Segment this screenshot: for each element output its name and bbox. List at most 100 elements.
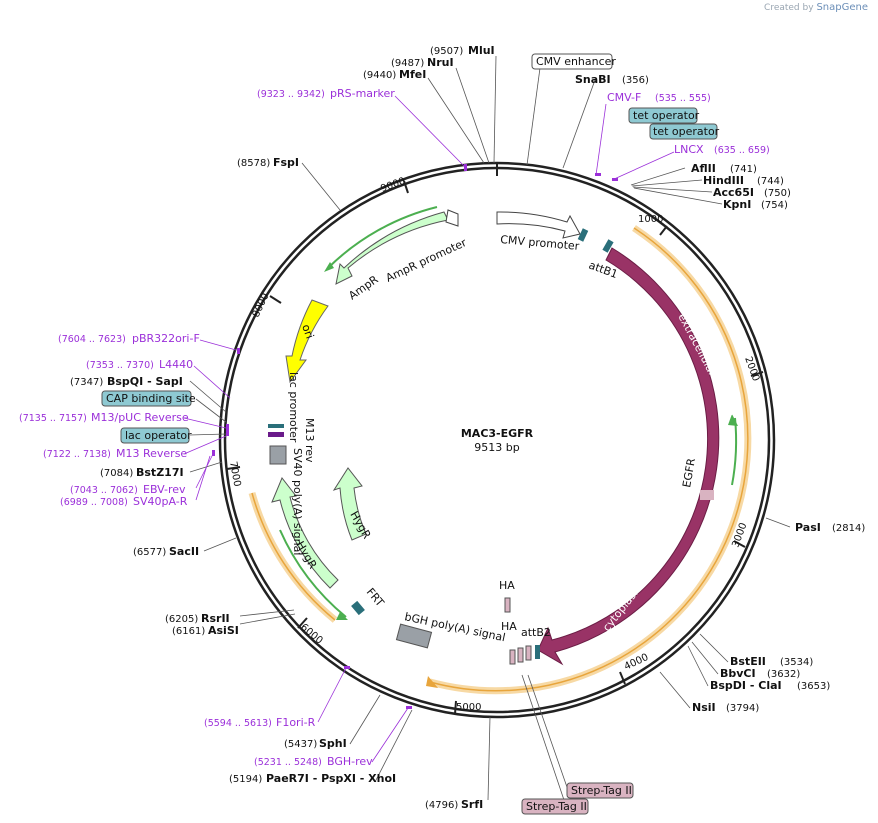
site-pos: (6205) xyxy=(165,614,198,625)
orf-hygr-arrow xyxy=(251,492,336,621)
primer-range: (7122 .. 7138) xyxy=(43,449,111,460)
ampr-promoter-label: AmpR promoter xyxy=(384,236,469,285)
orf-inner-bottom xyxy=(279,529,347,618)
ampr-promoter-feature xyxy=(445,209,459,227)
site-name: PasI xyxy=(795,521,821,534)
site-pos: (5194) xyxy=(229,774,262,785)
egfr-label: EGFR xyxy=(680,457,698,489)
attb2-label: attB2 xyxy=(521,626,551,639)
primer-range: (5231 .. 5248) xyxy=(254,757,322,768)
primer-range: (7043 .. 7062) xyxy=(70,485,138,496)
primer-name: CMV-F xyxy=(607,91,641,104)
primer-range: (7353 .. 7370) xyxy=(86,360,154,371)
primer-name: F1ori-R xyxy=(276,716,316,729)
frt-label: FRT xyxy=(364,586,387,610)
box-lac-operator xyxy=(120,427,190,444)
primer-range: (535 .. 555) xyxy=(655,93,711,104)
box-cap-binding-site xyxy=(101,390,192,407)
restriction-sites: (9507) MluI (9487) NruI (9440) MfeI (857… xyxy=(70,44,865,811)
sv40-polya-feature xyxy=(269,445,287,465)
orf-inner-top xyxy=(327,206,438,269)
lac-operator-mark xyxy=(268,424,284,428)
ha-mark-1 xyxy=(504,597,511,613)
ori-label: ori xyxy=(299,323,316,341)
orf-inner-right-arrowhead xyxy=(728,414,738,426)
site-pos: (3534) xyxy=(780,657,813,668)
tick-5000: 5000 xyxy=(456,702,481,713)
box-label: tet operator xyxy=(633,109,700,122)
primer-name: LNCX xyxy=(674,143,704,156)
site-pos: (750) xyxy=(764,188,791,199)
snapgene-brand: Created by SnapGene xyxy=(764,2,868,13)
box-cmv-enhancer xyxy=(531,53,613,70)
box-label: Strep-Tag II xyxy=(571,784,632,797)
site-name: SrfI xyxy=(461,798,483,811)
site-name: NruI xyxy=(427,56,454,69)
site-pos: (3632) xyxy=(767,669,800,680)
site-name: AflII xyxy=(691,162,716,175)
site-pos: (3653) xyxy=(797,681,830,692)
site-pos: (9487) xyxy=(391,58,424,69)
site-pos: (2814) xyxy=(832,523,865,534)
orf-inner-bottom-arrowhead xyxy=(336,612,348,620)
m13-rev-mark xyxy=(268,432,284,437)
primer-name: M13/pUC Reverse xyxy=(91,411,189,424)
site-name: MfeI xyxy=(399,68,426,81)
primer-range: (7135 .. 7157) xyxy=(19,413,87,424)
boxed-labels: CMV enhancer tet operator tet operator C… xyxy=(101,53,720,815)
frt-mark xyxy=(351,600,365,616)
box-label: CMV enhancer xyxy=(536,55,616,68)
plasmid-name: MAC3-EGFR xyxy=(461,427,534,440)
ori-feature xyxy=(285,299,329,384)
sv40-label: SV40 poly(A) signal xyxy=(291,448,304,555)
site-name: BstEII xyxy=(730,655,766,668)
attb2-mark xyxy=(535,645,540,659)
tick-7000: 7000 xyxy=(227,461,242,488)
site-name: HindIII xyxy=(703,174,744,187)
primer-marks xyxy=(212,164,618,709)
primer-leaders xyxy=(183,95,675,763)
ha-mark-2 xyxy=(509,649,516,665)
site-pos: (9440) xyxy=(363,70,396,81)
site-pos: (356) xyxy=(622,75,649,86)
site-name: RsrII xyxy=(201,612,230,625)
tick-1000: 1000 xyxy=(638,214,663,225)
cmv-promoter-feature xyxy=(496,211,581,239)
plasmid-size: 9513 bp xyxy=(474,441,519,454)
site-name: BspQI - SapI xyxy=(107,375,183,388)
site-pos: (754) xyxy=(761,200,788,211)
primer-range: (6989 .. 7008) xyxy=(60,497,128,508)
bgh-polya-feature xyxy=(395,623,433,649)
primer-range: (5594 .. 5613) xyxy=(204,718,272,729)
site-name: KpnI xyxy=(723,198,751,211)
strep-mark-1 xyxy=(517,647,524,663)
m13-rev-label: M13 rev xyxy=(303,418,316,463)
site-pos: (7084) xyxy=(100,468,133,479)
primer-range: (9323 .. 9342) xyxy=(257,89,325,100)
box-strep-tag-1 xyxy=(566,782,634,799)
site-pos: (4796) xyxy=(425,800,458,811)
tet-operator-mark xyxy=(577,228,589,242)
ha-label-2: HA xyxy=(501,620,517,633)
primer-name: pRS-marker xyxy=(330,87,395,100)
site-name: SnaBI xyxy=(575,73,611,86)
primer-name: L4440 xyxy=(159,358,193,371)
ampr-feature xyxy=(335,211,449,285)
primer-name: M13 Reverse xyxy=(116,447,187,460)
lac-promoter-label: lac promoter xyxy=(287,372,300,443)
brand-created-by: Created by xyxy=(764,3,814,13)
orf-egfr-arrowhead xyxy=(426,676,438,688)
site-pos: (7347) xyxy=(70,377,103,388)
site-pos: (744) xyxy=(757,176,784,187)
egfr-mark xyxy=(700,490,714,500)
box-label: lac operator xyxy=(125,429,192,442)
site-pos: (3794) xyxy=(726,703,759,714)
hygr-feature-1 xyxy=(271,477,339,589)
hygr-feature-2 xyxy=(332,467,367,541)
tick-9000: 9000 xyxy=(379,176,407,195)
site-name: MluI xyxy=(468,44,495,57)
site-pos: (9507) xyxy=(430,46,463,57)
site-pos: (8578) xyxy=(237,158,270,169)
box-label: tet operator xyxy=(653,125,720,138)
